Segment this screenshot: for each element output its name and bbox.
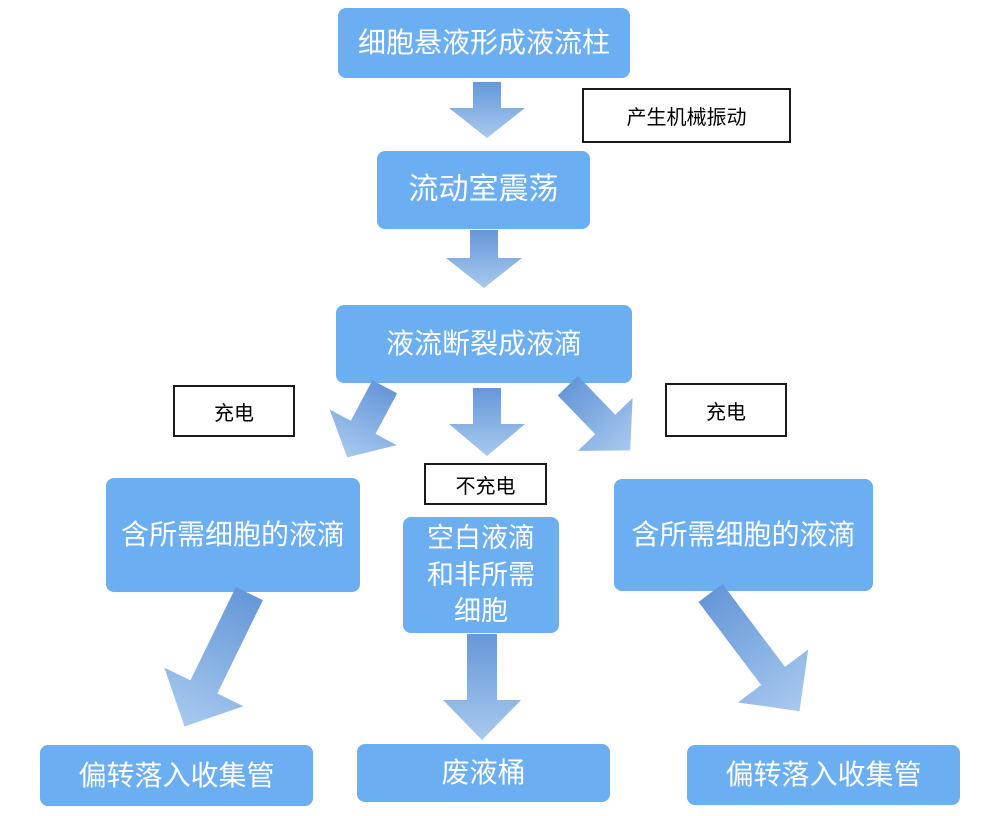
node-stream-breaks-droplets: 液流断裂成液滴 <box>336 305 632 383</box>
node-desired-droplets-right: 含所需细胞的液滴 <box>614 479 873 591</box>
arrow-mid-left-to-bot-left <box>145 574 289 746</box>
label-mechanical-vibration: 产生机械振动 <box>582 88 791 143</box>
node-cell-suspension: 细胞悬液形成液流柱 <box>338 8 630 78</box>
node-desired-droplets-left: 含所需细胞的液滴 <box>106 478 360 592</box>
arrow-mid-center-to-bot-center <box>443 634 521 740</box>
arrow-step3-to-mid-right <box>540 359 657 477</box>
arrow-step3-to-mid-center <box>449 388 525 456</box>
arrow-step3-to-mid-left <box>314 369 419 475</box>
arrow-step2-to-step3 <box>446 230 522 288</box>
node-waste-container: 废液桶 <box>357 744 610 802</box>
arrow-mid-right-to-bot-right <box>675 566 834 737</box>
node-collection-tube-left: 偏转落入收集管 <box>40 745 313 806</box>
label-no-charge: 不充电 <box>424 463 547 505</box>
arrow-step1-to-step2 <box>449 82 525 138</box>
node-collection-tube-right: 偏转落入收集管 <box>687 745 960 805</box>
label-charge-left: 充电 <box>173 385 295 437</box>
node-blank-droplets: 空白液滴和非所需细胞 <box>403 517 559 633</box>
label-charge-right: 充电 <box>665 383 787 437</box>
node-flow-chamber: 流动室震荡 <box>377 151 590 229</box>
